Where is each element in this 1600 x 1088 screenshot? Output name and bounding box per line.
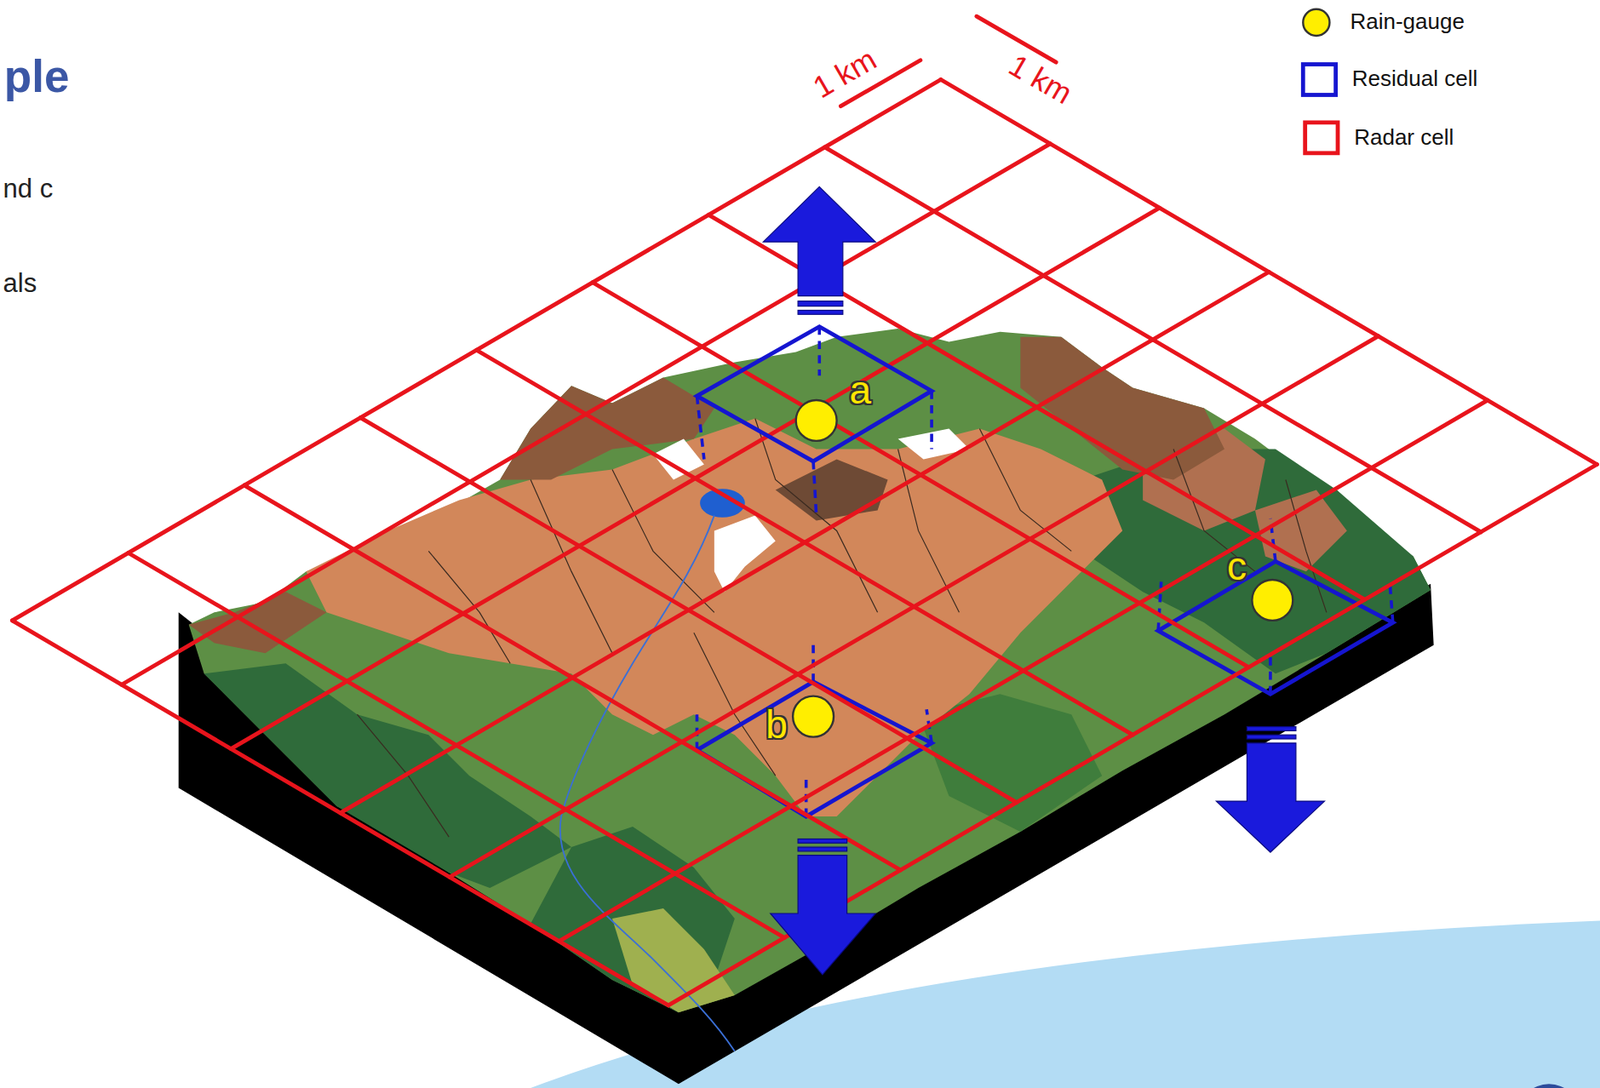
rain-gauge — [792, 696, 834, 738]
residual-cells-below — [1389, 581, 1394, 623]
terrain-block — [1255, 489, 1348, 572]
terrain-block — [306, 418, 1124, 818]
radar-grid — [121, 143, 1050, 685]
residual-cells-below — [696, 682, 932, 817]
residual-cell-above — [929, 390, 934, 449]
residual-arrow — [797, 847, 848, 852]
terrain-block — [428, 550, 511, 664]
residual-cell-above — [696, 395, 704, 459]
residual-arrow — [1246, 734, 1297, 740]
residual-arrow — [762, 186, 876, 296]
terrain-block — [560, 515, 735, 1051]
gauge-letter: a — [848, 367, 872, 413]
terrain-block — [178, 328, 1434, 1084]
residual-arrow — [1246, 727, 1297, 732]
terrain-block — [775, 458, 889, 521]
dimension-label: 1 km — [1003, 47, 1079, 112]
residual-cell-above — [696, 326, 932, 517]
radar-grid — [11, 80, 941, 621]
radar-grid — [11, 80, 1597, 1006]
gauge-letter: c — [1227, 544, 1247, 590]
legend-sample — [1305, 122, 1338, 154]
legend-text: Rain-gauge — [1349, 9, 1464, 35]
radar-grid — [449, 336, 1378, 878]
rain-gauge — [796, 400, 838, 442]
residual-arrow — [797, 301, 844, 307]
rain-gauge — [1251, 579, 1293, 621]
legend-text: Residual cell — [1352, 67, 1478, 93]
terrain-block — [612, 908, 735, 1013]
residual-cell-above — [696, 326, 932, 517]
residual-arrow — [770, 855, 876, 975]
residual-cells-below — [1158, 561, 1394, 694]
gauge-letter: b — [765, 701, 788, 747]
radar-grid — [668, 464, 1597, 1005]
legend-sample — [1302, 64, 1336, 96]
radar-grid — [558, 400, 1487, 941]
radar-grid — [230, 207, 1159, 749]
residual-cell-above — [817, 326, 821, 377]
residual-cell-above — [813, 461, 817, 517]
residual-arrow — [797, 838, 848, 844]
legend-sample — [1302, 9, 1338, 154]
terrain-block — [612, 469, 715, 613]
terrain-block — [979, 429, 1072, 552]
legend-sample — [1302, 9, 1330, 36]
residual-cell-above — [696, 326, 932, 462]
dimension-label: 1 km — [807, 41, 883, 106]
terrain-block — [714, 515, 776, 592]
radar-grid — [340, 272, 1269, 814]
legend-text: Radar cell — [1353, 125, 1454, 151]
cut-text: nd c — [3, 173, 54, 205]
residual-cells-below — [1268, 655, 1273, 695]
page-badge — [1518, 1083, 1580, 1088]
residual-arrow — [762, 186, 1325, 975]
heading-text: ple — [4, 50, 70, 103]
terrain-block — [755, 418, 878, 614]
rain-gauge — [792, 400, 1293, 738]
terrain-block — [204, 663, 572, 889]
residual-arrow — [797, 309, 844, 315]
residual-arrow — [1215, 743, 1325, 853]
cut-text: als — [3, 268, 38, 299]
